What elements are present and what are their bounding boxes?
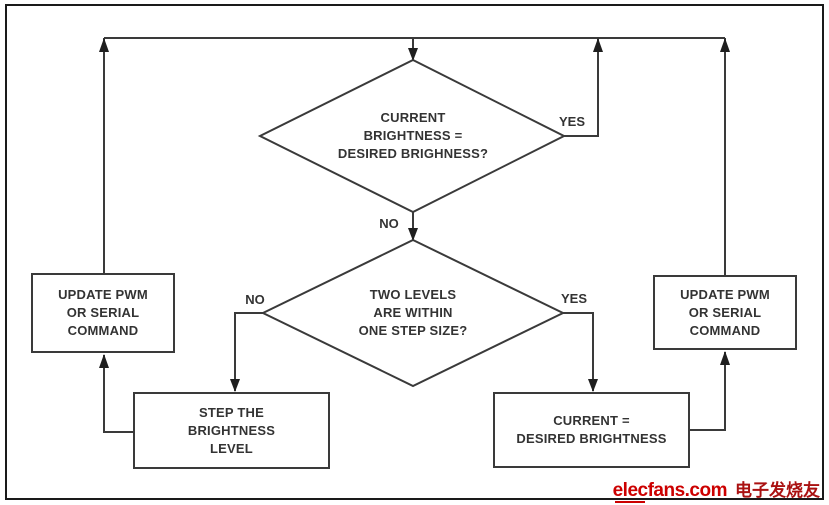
edge-label-top-no: NO (379, 216, 399, 231)
arrow-up-icon (720, 38, 730, 52)
decision-levels-yes-line (563, 312, 594, 391)
arrow-up-icon (99, 38, 109, 52)
process-update-pwm-left: UPDATE PWM OR SERIAL COMMAND (31, 273, 175, 353)
decision-levels-no-line (234, 312, 263, 391)
edge-label-top-yes: YES (558, 114, 585, 129)
arrow-up-icon (593, 38, 603, 52)
decision-two-levels-text: TWO LEVELS ARE WITHIN ONE STEP SIZE? (358, 287, 468, 338)
arrow-up-icon (720, 351, 730, 365)
edge-label-levels-no: NO (245, 292, 265, 307)
arrow-down-icon (408, 228, 418, 241)
decision-top-yes-line (564, 38, 599, 137)
elecfans-logo: elecfans.com (612, 480, 728, 503)
watermark: elecfans.com 电子发烧友 (612, 476, 820, 503)
arrow-down-icon (588, 379, 598, 392)
step-to-update-left-line (103, 355, 133, 433)
elecfans-chinese-text: 电子发烧友 (735, 481, 820, 500)
arrow-up-icon (99, 354, 109, 368)
current-to-update-right-line (690, 352, 726, 431)
decision-top-diamond (257, 58, 567, 214)
edge-label-levels-yes: YES (560, 291, 587, 306)
arrow-down-icon (408, 48, 418, 61)
process-current-equals-desired: CURRENT = DESIRED BRIGHTNESS (493, 392, 690, 468)
process-update-pwm-right: UPDATE PWM OR SERIAL COMMAND (653, 275, 797, 350)
decision-levels-diamond (260, 238, 566, 388)
logo-underline (614, 501, 645, 503)
decision-current-brightness-text: CURRENT BRIGHTNESS = DESIRED BRIGHNESS? (337, 110, 489, 161)
arrow-down-icon (230, 379, 240, 392)
process-step-brightness: STEP THE BRIGHTNESS LEVEL (133, 392, 330, 469)
elecfans-logo-text: elecfans.com (612, 480, 728, 501)
